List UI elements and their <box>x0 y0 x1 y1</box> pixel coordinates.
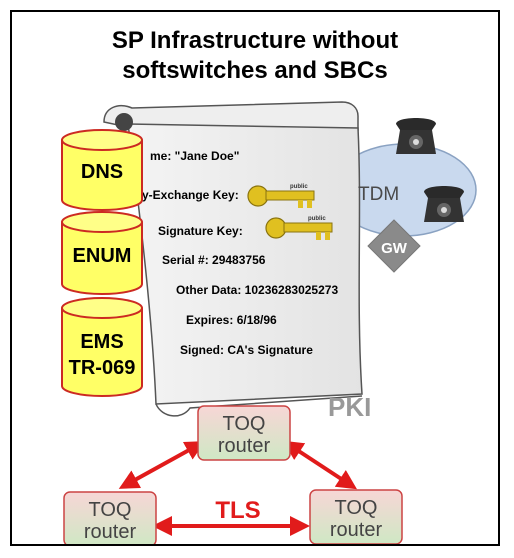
pki-label: PKI <box>328 392 371 422</box>
cert-expires: Expires: 6/18/96 <box>186 313 277 327</box>
cert-serial: Serial #: 29483756 <box>162 253 266 267</box>
router-bottom-left: TOQ router <box>63 491 157 544</box>
database-dns: DNS <box>61 129 143 211</box>
database-ems-label-1: EMS <box>80 331 123 353</box>
title-line-2: softswitches and SBCs <box>122 57 388 84</box>
telephone-icon <box>396 118 436 154</box>
public-key-icon: public <box>247 184 315 208</box>
gateway-label: GW <box>381 240 408 257</box>
tls-label: TLS <box>215 497 260 524</box>
cert-name: me: "Jane Doe" <box>150 149 239 163</box>
router-top-line-2: router <box>218 435 271 457</box>
database-enum: ENUM <box>61 211 143 295</box>
telephone-icon-2 <box>424 186 464 222</box>
database-dns-label: DNS <box>81 161 123 183</box>
tls-arrows <box>118 440 358 536</box>
cert-key-exchange: y-Exchange Key: <box>142 188 239 202</box>
database-ems: EMS TR-069 <box>61 297 143 397</box>
cert-other-data: Other Data: 10236283025273 <box>176 283 338 297</box>
arrow-top-right <box>282 440 358 490</box>
diagram-canvas: me: "Jane Doe" y-Exchange Key: Signature… <box>61 101 477 544</box>
database-enum-label: ENUM <box>73 245 132 267</box>
diagram-frame: SP Infrastructure without softswitches a… <box>10 10 500 546</box>
diagram-title: SP Infrastructure without softswitches a… <box>12 26 498 86</box>
cert-signature-key: Signature Key: <box>158 224 243 238</box>
router-right-line-2: router <box>330 519 383 541</box>
database-ems-label-2: TR-069 <box>69 357 136 379</box>
router-top: TOQ router <box>197 405 291 461</box>
arrow-top-left <box>118 441 206 489</box>
signature-key-tag: public <box>308 216 326 222</box>
gateway-icon: GW <box>367 219 421 273</box>
cert-signed: Signed: CA's Signature <box>180 343 313 357</box>
certificate-text: me: "Jane Doe" y-Exchange Key: Signature… <box>142 149 338 357</box>
scroll-roll-icon <box>115 113 133 131</box>
router-top-line-1: TOQ <box>223 413 266 435</box>
title-line-1: SP Infrastructure without <box>111 27 399 54</box>
router-left-line-2: router <box>84 521 137 543</box>
router-bottom-right: TOQ router <box>309 489 403 544</box>
signature-key-icon: public <box>265 216 333 240</box>
router-left-line-1: TOQ <box>89 499 132 521</box>
tdm-label: TDM <box>358 184 399 205</box>
router-right-line-1: TOQ <box>335 497 378 519</box>
public-key-tag: public <box>290 184 308 190</box>
